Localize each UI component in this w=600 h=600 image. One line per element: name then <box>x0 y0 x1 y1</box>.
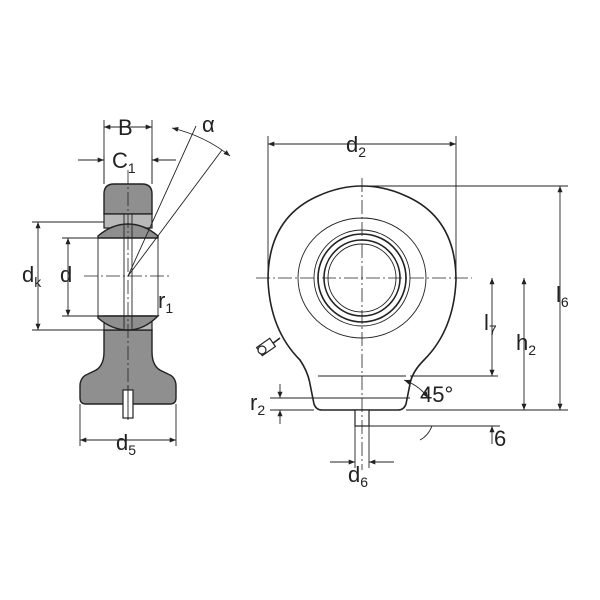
label-six: 6 <box>494 426 506 451</box>
label-B: B <box>118 115 133 140</box>
label-r2: r2 <box>250 390 265 418</box>
label-alpha: α <box>202 112 215 137</box>
section-view: B C1 α dk d r1 <box>22 112 231 458</box>
label-d: d <box>60 262 72 287</box>
label-d2: d2 <box>346 132 366 160</box>
label-l7: l7 <box>484 310 497 338</box>
front-view: d2 l6 l7 h2 r2 45° <box>250 132 569 490</box>
label-C1: C1 <box>112 148 136 176</box>
label-angle-45: 45° <box>420 382 453 407</box>
label-d5: d5 <box>116 430 136 458</box>
housing-shank <box>79 329 177 405</box>
label-l6: l6 <box>556 282 569 310</box>
label-r1: r1 <box>158 288 173 316</box>
label-h2: h2 <box>516 330 536 358</box>
label-dk: dk <box>22 262 42 290</box>
label-d6: d6 <box>348 462 368 490</box>
grease-nipple <box>255 337 281 357</box>
